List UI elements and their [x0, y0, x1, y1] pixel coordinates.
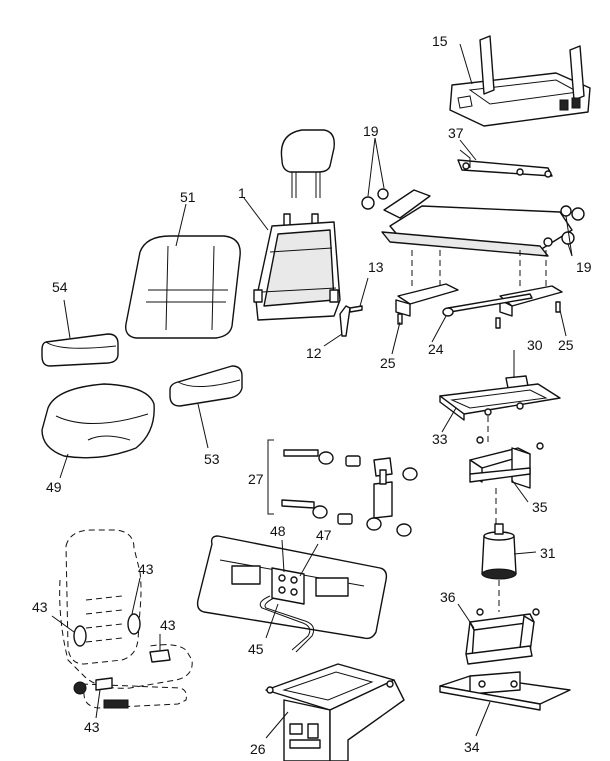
callout-37: 37 — [448, 125, 464, 141]
complete-seat-part-43 — [59, 529, 193, 709]
valve-panel-assembly — [196, 535, 388, 653]
callout-43-bottom: 43 — [84, 719, 100, 735]
callout-19-right: 19 — [576, 259, 592, 275]
callout-1: 1 — [238, 185, 246, 201]
air-spring-part-31 — [481, 523, 517, 612]
callout-43-top: 43 — [138, 561, 154, 577]
callout-43-left: 43 — [32, 599, 48, 615]
callout-45: 45 — [248, 641, 264, 657]
shock-kit-part-27 — [267, 439, 418, 537]
callout-30: 30 — [527, 337, 543, 353]
callout-labels: 15 37 19 19 51 1 13 12 54 25 24 25 30 33… — [32, 33, 592, 757]
callout-49: 49 — [46, 479, 62, 495]
armrest-pad-part-54 — [41, 333, 119, 367]
callout-53: 53 — [204, 451, 220, 467]
callout-54: 54 — [52, 279, 68, 295]
bracket-part-37 — [457, 149, 553, 178]
backrest-cushion-part-51 — [125, 235, 241, 339]
seat-cushion-part-49 — [41, 383, 155, 459]
seat-frame-part-15 — [449, 35, 591, 127]
callout-24: 24 — [428, 341, 444, 357]
scissor-frame-part-35 — [469, 436, 544, 524]
callout-48: 48 — [270, 523, 286, 539]
callout-31: 31 — [540, 545, 556, 561]
callout-26: 26 — [250, 741, 266, 757]
callout-27: 27 — [248, 471, 264, 487]
callout-15: 15 — [432, 33, 448, 49]
callout-33: 33 — [432, 431, 448, 447]
mount-plate-part-33 — [439, 375, 561, 442]
lower-frame-part-36 — [465, 608, 540, 665]
callout-34: 34 — [464, 739, 480, 755]
callout-25-left: 25 — [380, 355, 396, 371]
leader-lines — [51, 43, 573, 739]
seat-base-slider-assembly — [361, 188, 585, 329]
callout-47: 47 — [316, 527, 332, 543]
callout-19-left: 19 — [363, 123, 379, 139]
callout-25-right: 25 — [558, 337, 574, 353]
callout-43-right: 43 — [160, 617, 176, 633]
backrest-frame-part-1 — [253, 129, 363, 337]
base-plate-part-34 — [439, 671, 571, 711]
callout-51: 51 — [180, 189, 196, 205]
callout-35: 35 — [532, 499, 548, 515]
armrest-pad-part-53 — [169, 365, 243, 407]
callout-12: 12 — [306, 345, 322, 361]
callout-36: 36 — [440, 589, 456, 605]
callout-13: 13 — [368, 259, 384, 275]
riser-stand-part-26 — [265, 663, 405, 761]
